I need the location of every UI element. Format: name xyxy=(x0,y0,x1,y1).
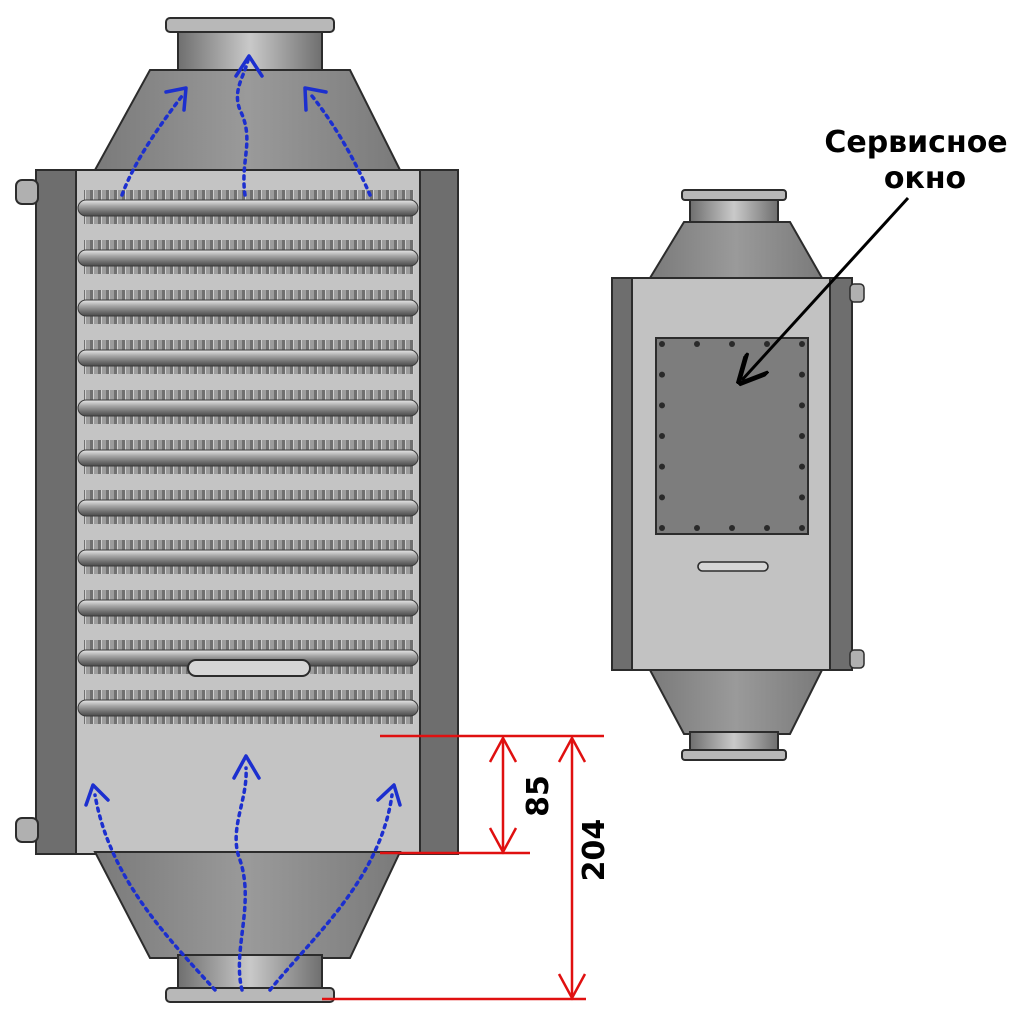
heat-exchanger-external-view xyxy=(611,189,865,761)
callout-label-line2: окно xyxy=(884,161,966,196)
flow-arrow-bottom-left xyxy=(93,793,217,992)
right-top-hood xyxy=(648,221,824,279)
bolt xyxy=(764,341,770,347)
dim-85-arrowhead-bottom-icon xyxy=(488,827,518,855)
dim-204-arrowhead-bottom-icon xyxy=(557,973,587,1001)
right-side-frame xyxy=(419,169,459,855)
bolt xyxy=(659,525,665,531)
top-outlet-pipe xyxy=(165,17,335,73)
bolt xyxy=(659,463,665,470)
right-top-flange xyxy=(681,189,787,201)
bolt xyxy=(799,402,805,409)
bolt xyxy=(694,341,700,347)
right-bottom-flange xyxy=(681,749,787,761)
bolt xyxy=(799,463,805,470)
right-bottom-hood xyxy=(648,669,824,735)
bolt xyxy=(659,341,665,347)
dimension-annotations xyxy=(322,734,604,1001)
service-window-bolts xyxy=(659,341,805,531)
finned-tube-bundle xyxy=(77,190,419,724)
dimension-85-label: 85 xyxy=(521,775,556,817)
callout-arrow xyxy=(742,196,910,380)
bundle-handle xyxy=(187,659,311,677)
bolt xyxy=(729,525,735,531)
bolt xyxy=(659,494,665,501)
right-nozzle-bottom xyxy=(849,649,865,669)
bolt xyxy=(659,371,665,378)
bolt xyxy=(799,433,805,439)
flow-arrows xyxy=(93,58,394,992)
callout-label-line1: Сервисное xyxy=(824,125,1007,160)
arrowhead-top-left-icon xyxy=(164,86,188,112)
dimension-204-label: 204 xyxy=(577,819,612,882)
dim-204-arrowhead-top-icon xyxy=(557,735,587,763)
bolt xyxy=(799,371,805,378)
finned-tube xyxy=(77,699,419,717)
finned-tube xyxy=(77,249,419,267)
flow-arrow-top-left xyxy=(120,94,184,197)
bolt xyxy=(694,525,700,531)
right-nozzle-top xyxy=(849,283,865,303)
bolt xyxy=(659,433,665,439)
left-side-frame xyxy=(35,169,77,855)
bolt xyxy=(659,402,665,409)
finned-tube xyxy=(77,499,419,517)
flow-arrow-top-right xyxy=(310,94,372,197)
service-handle xyxy=(697,561,769,572)
bottom-inlet-pipe xyxy=(165,954,335,1003)
bolt xyxy=(799,494,805,501)
dim-85-arrowhead-top-icon xyxy=(488,735,518,763)
arrowhead-bottom-center-icon xyxy=(232,754,261,780)
bottom-hood xyxy=(93,851,402,959)
bolt xyxy=(764,525,770,531)
right-left-frame xyxy=(611,277,633,671)
arrowhead-bottom-left-icon xyxy=(84,783,110,807)
flow-arrow-top-center xyxy=(235,58,250,197)
finned-tube xyxy=(77,349,419,367)
right-right-frame xyxy=(829,277,853,671)
finned-tube xyxy=(77,199,419,217)
flow-arrow-bottom-right xyxy=(268,793,394,992)
upper-nozzle xyxy=(15,179,39,205)
finned-tube xyxy=(77,399,419,417)
bolt xyxy=(799,341,805,347)
arrowhead-top-right-icon xyxy=(303,86,328,112)
arrowhead-bottom-right-icon xyxy=(376,783,402,807)
bolt xyxy=(729,341,735,347)
finned-tube xyxy=(77,599,419,617)
service-window xyxy=(655,337,809,535)
arrowhead-top-center-icon xyxy=(234,54,264,78)
flow-arrow-bottom-center xyxy=(234,766,248,992)
lower-nozzle xyxy=(15,817,39,843)
flow-arrow-heads xyxy=(84,54,402,807)
finned-tube xyxy=(77,549,419,567)
finned-tube xyxy=(77,299,419,317)
heat-exchanger-section-view xyxy=(15,17,459,1003)
bolt xyxy=(799,525,805,531)
finned-tube xyxy=(77,449,419,467)
